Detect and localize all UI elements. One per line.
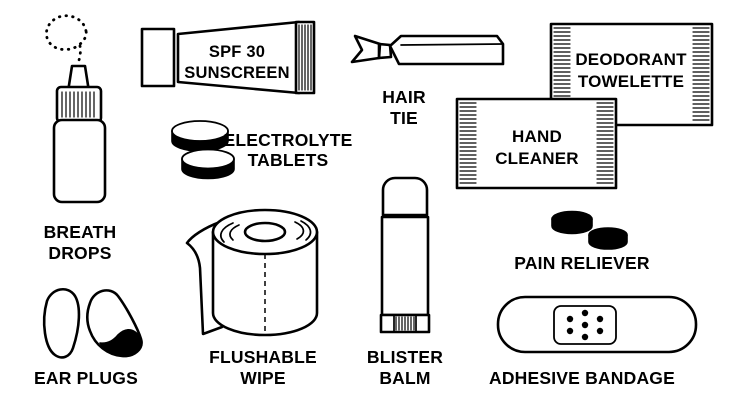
balm-body: [380, 215, 430, 317]
pill-right-top: [588, 227, 628, 243]
pill-left-highlight: [553, 223, 591, 229]
label-flushable-wipe-line1: FLUSHABLE: [209, 347, 317, 367]
label-blister-balm-line2: BALM: [379, 368, 430, 388]
ear-plug-left: [42, 288, 81, 359]
item-pain-reliever: PAIN RELIEVER: [514, 210, 650, 273]
label-ear-plugs: EAR PLUGS: [34, 368, 138, 388]
label-hand-cleaner-line2: CLEANER: [495, 149, 579, 168]
pill-right-highlight: [590, 239, 626, 245]
item-hand-cleaner: HAND CLEANER: [455, 97, 618, 190]
label-breath-drops-line1: BREATH: [44, 222, 117, 242]
roll-inner-arc-3: [220, 222, 234, 243]
hand-cleaner-left-seal-icon: [459, 102, 477, 184]
tablet-upper-top: [171, 120, 229, 142]
tube-crimp-lines-icon: [298, 24, 312, 91]
label-breath-drops-line2: DROPS: [48, 243, 111, 263]
pill-left-top: [551, 210, 593, 228]
label-flushable-wipe-line2: WIPE: [240, 368, 286, 388]
hair-tie-knot: [377, 42, 393, 60]
tube-cap: [140, 27, 176, 88]
balm-base-ribs-icon: [395, 316, 415, 331]
label-electrolyte-line2: TABLETS: [248, 150, 329, 170]
hand-cleaner-right-seal-icon: [596, 102, 614, 184]
label-blister-balm-line1: BLISTER: [367, 347, 443, 367]
label-sunscreen-line1: SPF 30: [209, 43, 265, 61]
item-hair-tie: HAIR TIE: [350, 34, 505, 128]
item-blister-balm: BLISTER BALM: [367, 176, 443, 388]
roll-inner-arc-4: [300, 220, 312, 241]
item-electrolyte-tablets: ELECTROLYTE TABLETS: [171, 120, 353, 180]
hand-cleaner-packet-body: [455, 97, 618, 190]
roll-inner-arc-2: [294, 221, 305, 240]
bottle-body: [52, 118, 107, 204]
ear-plug-right-base: [99, 329, 143, 357]
item-breath-drops: BREATH DROPS: [44, 14, 117, 263]
tablet-lower-top: [181, 148, 235, 170]
label-deodorant-line2: TOWELETTE: [578, 72, 684, 91]
label-hand-cleaner-line1: HAND: [512, 127, 562, 146]
cap-ribs-icon: [61, 91, 95, 118]
item-flushable-wipe: FLUSHABLE WIPE: [185, 208, 319, 388]
label-hair-tie-line2: TIE: [390, 108, 418, 128]
bandage-pad-holes-icon: [566, 309, 604, 341]
item-adhesive-bandage: ADHESIVE BANDAGE: [489, 295, 698, 388]
label-hair-tie-line1: HAIR: [382, 87, 426, 107]
label-sunscreen-line2: SUNSCREEN: [184, 64, 289, 82]
hair-tie-band-fold: [400, 43, 504, 46]
roll-core-hole: [243, 221, 287, 243]
item-ear-plugs: EAR PLUGS: [34, 288, 143, 388]
label-pain-reliever: PAIN RELIEVER: [514, 253, 650, 273]
towelette-right-seal-icon: [692, 27, 710, 121]
roll-inner-arc-1: [229, 224, 240, 241]
label-electrolyte-line1: ELECTROLYTE: [224, 130, 353, 150]
label-deodorant-line1: DEODORANT: [575, 50, 687, 69]
item-spf-30-sunscreen: SPF 30 SUNSCREEN: [140, 20, 316, 95]
balm-cap: [381, 176, 429, 217]
spray-dots-trail-icon: [76, 44, 82, 65]
label-adhesive-bandage: ADHESIVE BANDAGE: [489, 368, 675, 388]
